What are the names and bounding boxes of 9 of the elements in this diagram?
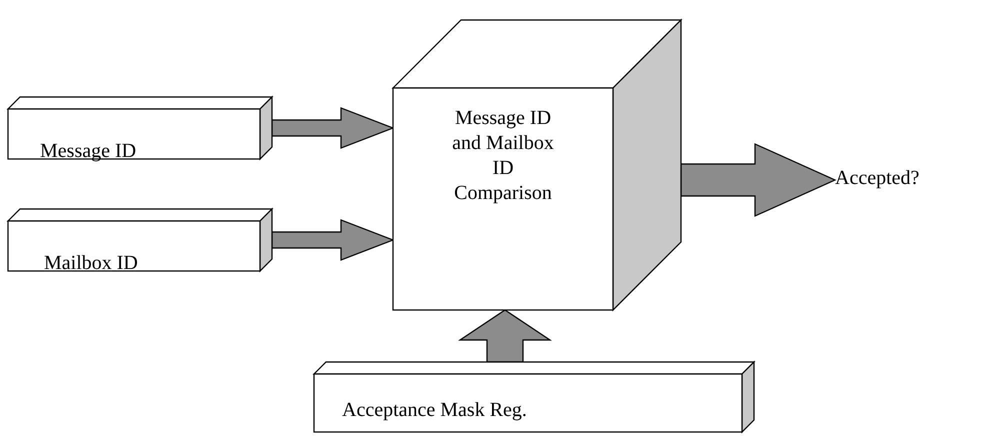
node-label: Mailbox ID (44, 251, 139, 276)
block-arrow (271, 219, 395, 261)
node-label: Message ID and Mailbox ID Comparison (451, 106, 555, 206)
block-arrow (458, 309, 552, 363)
node-label: Acceptance Mask Reg. (342, 398, 528, 423)
block-arrow (680, 143, 836, 217)
block-arrow (271, 107, 395, 149)
node-label: Message ID (40, 139, 138, 164)
node-label: Accepted? (835, 166, 920, 191)
